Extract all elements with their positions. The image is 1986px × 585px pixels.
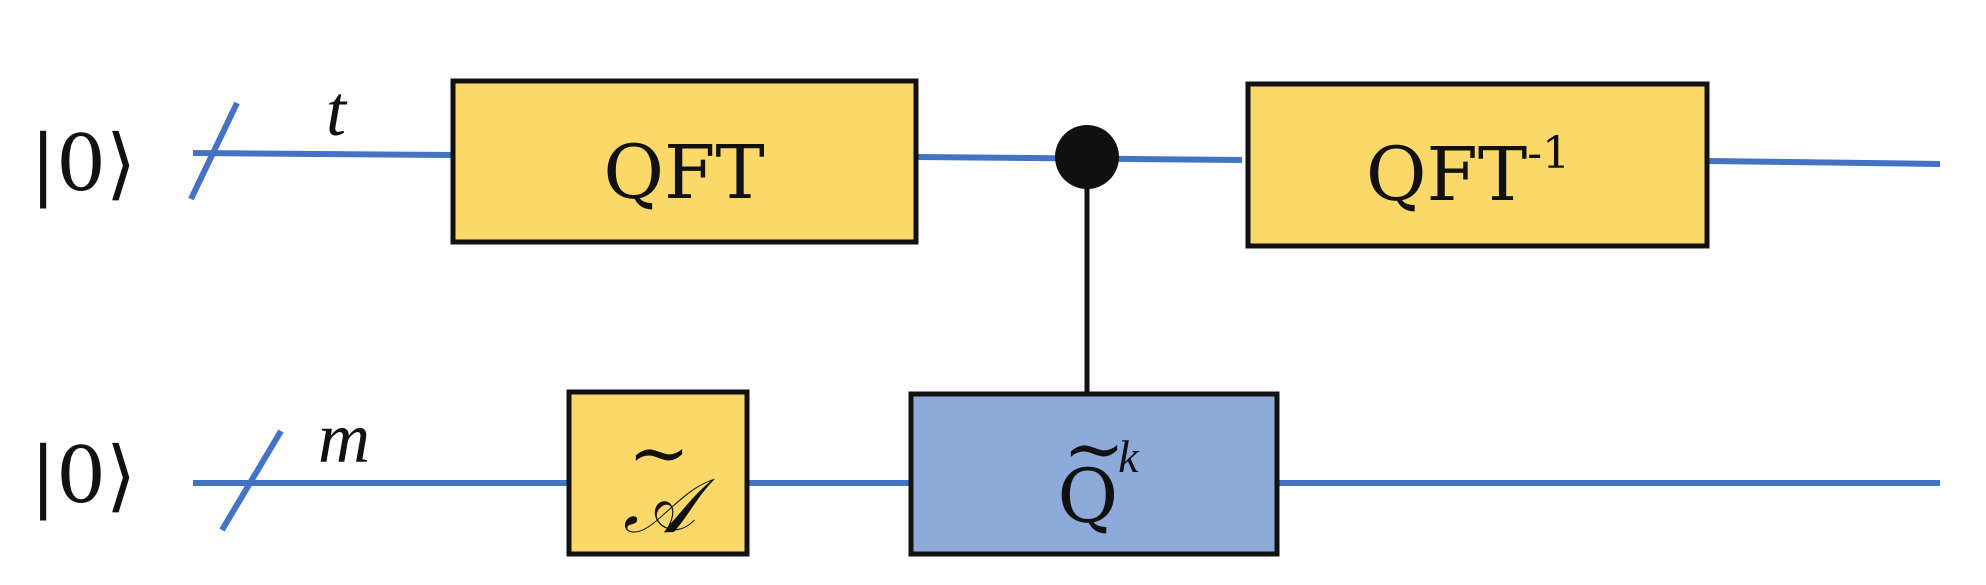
- top-register-wire-segment-3: [1707, 158, 1941, 167]
- a-tilde-tilde: ~: [628, 410, 690, 496]
- top-register-state-label: |0⟩: [30, 119, 136, 209]
- top-register-wire-segment-1: [192, 150, 454, 158]
- q-tilde-base-text: Q: [1057, 454, 1118, 540]
- q-tilde-gate: [908, 391, 1280, 557]
- a-tilde-gate: [566, 389, 750, 557]
- control-dot: [1055, 125, 1119, 189]
- qft-gate-label: QFT: [603, 130, 764, 216]
- bottom-register-size-label: m: [318, 398, 370, 478]
- qft-gate: [450, 78, 919, 245]
- bottom-register-state-label: |0⟩: [30, 431, 136, 521]
- q-tilde-tilde: ~: [1063, 406, 1125, 492]
- q-tilde-superscript: k: [1118, 431, 1140, 482]
- qft-inverse-base-text: QFT: [1366, 132, 1527, 218]
- qft-inverse-gate: [1245, 81, 1710, 249]
- qft-inverse-superscript: -1: [1527, 128, 1570, 179]
- top-register-bundle-slash: [188, 101, 240, 201]
- bottom-register-bundle-slash: [219, 429, 284, 532]
- top-register-size-label: t: [326, 71, 348, 151]
- qft-inverse-gate-label: QFT-1: [1366, 128, 1570, 218]
- q-tilde-gate-label: Qk: [1057, 431, 1140, 540]
